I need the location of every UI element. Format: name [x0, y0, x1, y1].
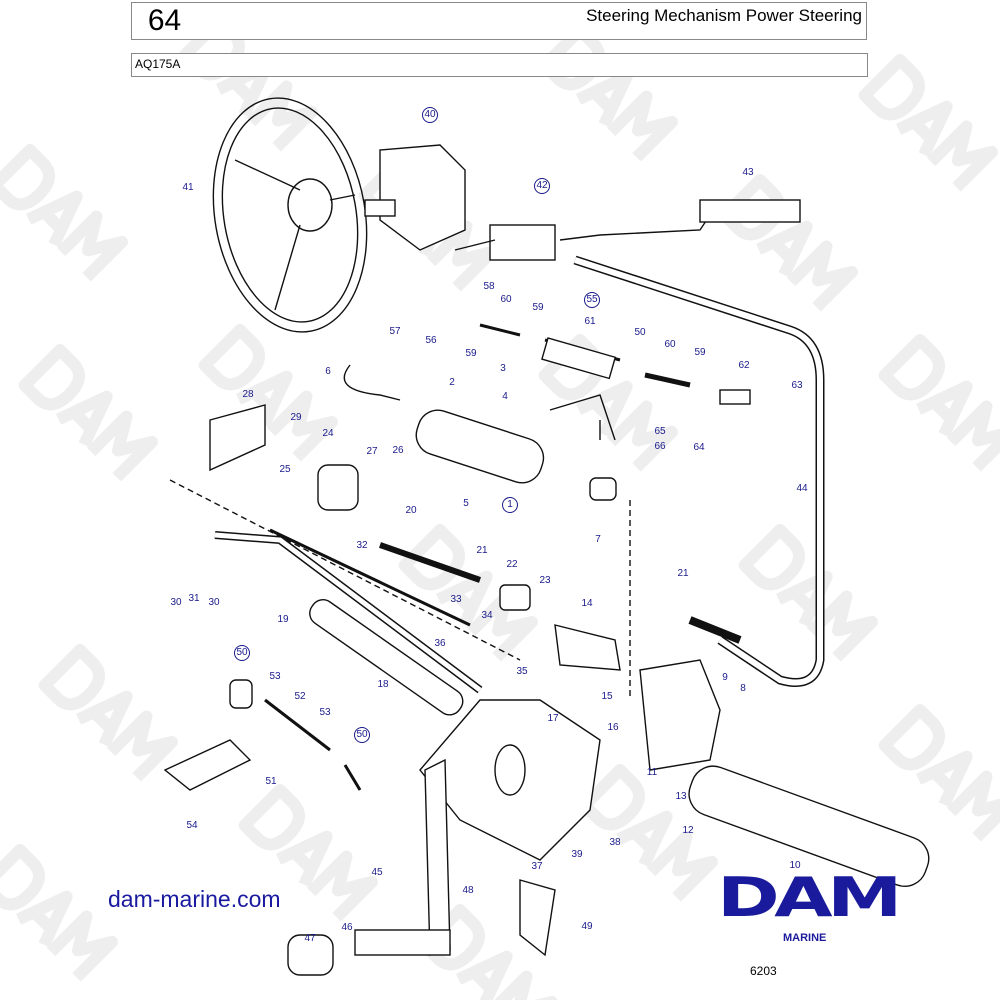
figure-number: 6203: [750, 964, 777, 978]
callout[interactable]: 24: [322, 428, 334, 439]
callout[interactable]: 23: [539, 575, 551, 586]
rods-and-parts: [169, 323, 751, 716]
callout[interactable]: 57: [389, 326, 401, 337]
callout[interactable]: 26: [392, 445, 404, 456]
callout[interactable]: 1: [502, 497, 518, 513]
callout[interactable]: 52: [294, 691, 306, 702]
callout[interactable]: 61: [584, 316, 596, 327]
callout[interactable]: 25: [279, 464, 291, 475]
callout[interactable]: 2: [449, 377, 455, 388]
callout[interactable]: 45: [371, 867, 383, 878]
callout[interactable]: 56: [425, 335, 437, 346]
callout[interactable]: 41: [182, 182, 194, 193]
callout[interactable]: 33: [450, 594, 462, 605]
dam-logo: DAM: [717, 866, 902, 929]
callout[interactable]: 17: [547, 713, 559, 724]
callout[interactable]: 39: [571, 849, 583, 860]
callout[interactable]: 6: [325, 366, 331, 377]
callout[interactable]: 66: [654, 441, 666, 452]
callout[interactable]: 49: [581, 921, 593, 932]
callout[interactable]: 60: [664, 339, 676, 350]
callout[interactable]: 9: [722, 672, 728, 683]
callout[interactable]: 12: [682, 825, 694, 836]
callout[interactable]: 22: [506, 559, 518, 570]
callout[interactable]: 54: [186, 820, 198, 831]
page-number-text: 64: [147, 4, 182, 37]
model-box: AQ175A: [131, 53, 868, 77]
callout[interactable]: 10: [789, 860, 801, 871]
callout[interactable]: 31: [188, 593, 200, 604]
callout[interactable]: 4: [502, 391, 508, 402]
callout[interactable]: 50: [354, 727, 370, 743]
callout[interactable]: 36: [434, 638, 446, 649]
callout[interactable]: 20: [405, 505, 417, 516]
callout[interactable]: 19: [277, 614, 289, 625]
callout[interactable]: 60: [500, 294, 512, 305]
callout[interactable]: 21: [677, 568, 689, 579]
steering-cable: [573, 255, 825, 687]
callout[interactable]: 51: [265, 776, 277, 787]
callout[interactable]: 7: [595, 534, 601, 545]
callout[interactable]: 14: [581, 598, 593, 609]
callout[interactable]: 59: [532, 302, 544, 313]
callout[interactable]: 37: [531, 861, 543, 872]
callout[interactable]: 11: [646, 767, 658, 778]
callout[interactable]: 16: [607, 722, 619, 733]
callout[interactable]: 59: [465, 348, 477, 359]
callout[interactable]: 30: [170, 597, 182, 608]
callout[interactable]: 46: [341, 922, 353, 933]
callout[interactable]: 50: [634, 327, 646, 338]
callout[interactable]: 5: [463, 498, 469, 509]
callout[interactable]: 40: [422, 107, 438, 123]
website-link[interactable]: dam-marine.com: [108, 886, 281, 912]
steering-wheel: [212, 97, 368, 333]
callout[interactable]: 43: [742, 167, 754, 178]
callout[interactable]: 55: [584, 292, 600, 308]
callout[interactable]: 64: [693, 442, 705, 453]
callout[interactable]: 13: [675, 791, 687, 802]
page-title: Steering Mechanism Power Steering: [586, 6, 862, 25]
callout[interactable]: 47: [304, 933, 316, 944]
callout[interactable]: 29: [290, 412, 302, 423]
model-label: AQ175A: [135, 57, 181, 71]
callout[interactable]: 62: [738, 360, 750, 371]
bracket-assembly: [163, 659, 930, 976]
callout[interactable]: 48: [462, 885, 474, 896]
helm-unit: [364, 144, 801, 261]
callout[interactable]: 50: [234, 645, 250, 661]
title-box: Steering Mechanism Power Steering: [196, 2, 867, 40]
callout[interactable]: 32: [356, 540, 368, 551]
callout[interactable]: 30: [208, 597, 220, 608]
callout[interactable]: 44: [796, 483, 808, 494]
callout[interactable]: 42: [534, 178, 550, 194]
callout[interactable]: 63: [791, 380, 803, 391]
callout[interactable]: 21: [476, 545, 488, 556]
callout[interactable]: 53: [269, 671, 281, 682]
callout[interactable]: 18: [377, 679, 389, 690]
callout[interactable]: 15: [601, 691, 613, 702]
callout[interactable]: 28: [242, 389, 254, 400]
page-number: 64: [131, 2, 198, 40]
logo-subtitle: MARINE: [783, 932, 827, 944]
callout[interactable]: 35: [516, 666, 528, 677]
callout[interactable]: 65: [654, 426, 666, 437]
callout[interactable]: 38: [609, 837, 621, 848]
callout[interactable]: 59: [694, 347, 706, 358]
callout[interactable]: 53: [319, 707, 331, 718]
callout[interactable]: 58: [483, 281, 495, 292]
callout[interactable]: 3: [500, 363, 506, 374]
callout[interactable]: 27: [366, 446, 378, 457]
callout[interactable]: 34: [481, 610, 493, 621]
callout[interactable]: 8: [740, 683, 746, 694]
